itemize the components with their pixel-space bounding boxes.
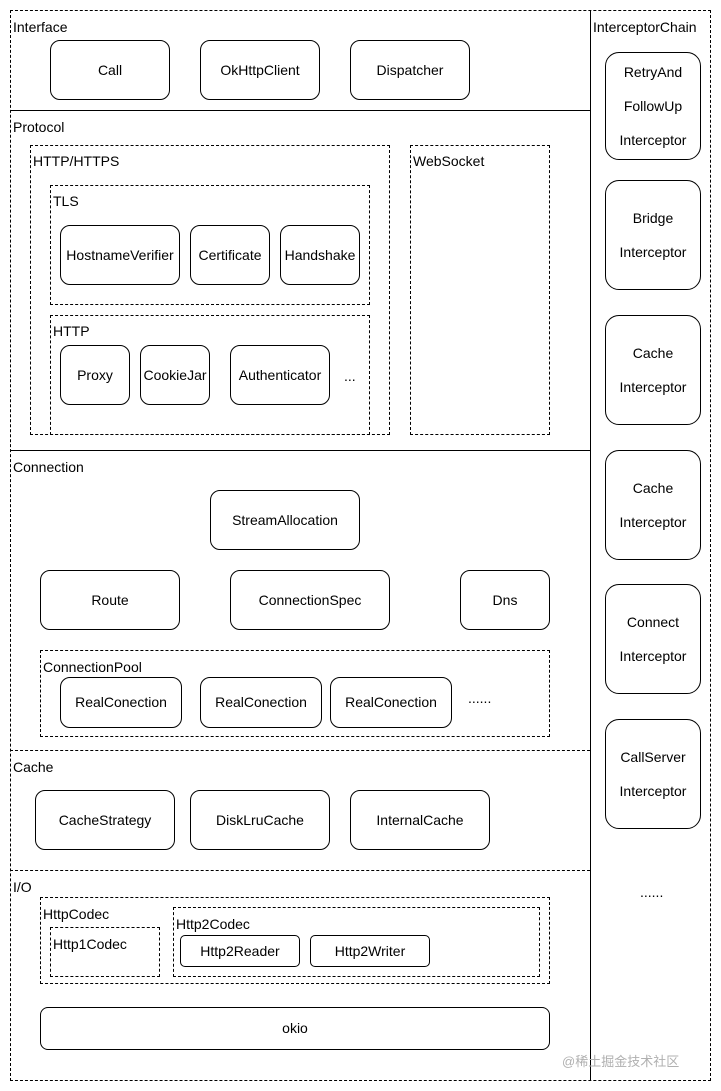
httpcodec-group-title: HttpCodec — [43, 906, 110, 922]
cache-interceptor-1-line-2: Interceptor — [619, 379, 687, 395]
connect-interceptor-box: Connect Interceptor — [605, 584, 701, 694]
dispatcher-box: Dispatcher — [350, 40, 470, 100]
certificate-box: Certificate — [190, 225, 270, 285]
http2reader-box: Http2Reader — [180, 935, 300, 967]
tls-group-title: TLS — [53, 193, 79, 209]
separator-cache-io — [10, 870, 590, 871]
interceptorchain-title: InterceptorChain — [593, 19, 697, 35]
connectionpool-group-title: ConnectionPool — [43, 659, 142, 675]
separator-connection-cache — [10, 750, 590, 751]
http-group-title: HTTP — [53, 323, 90, 339]
http1codec-group-title: Http1Codec — [53, 936, 127, 952]
retry-followup-interceptor-line-3: Interceptor — [619, 132, 687, 148]
http1codec-group — [50, 927, 160, 977]
callserver-interceptor-line-2: Interceptor — [619, 783, 687, 799]
diagram-frame — [10, 10, 711, 1081]
dns-box: Dns — [460, 570, 550, 630]
cache-interceptor-2-line-1: Cache — [632, 480, 674, 496]
connectionspec-box: ConnectionSpec — [230, 570, 390, 630]
http-more-ellipsis: ... — [344, 368, 356, 384]
cache-interceptor-2-line-2: Interceptor — [619, 514, 687, 530]
okio-box: okio — [40, 1007, 550, 1050]
cache-interceptor-1-line-1: Cache — [632, 345, 674, 361]
http2codec-group-title: Http2Codec — [176, 916, 250, 932]
okhttpclient-box: OkHttpClient — [200, 40, 320, 100]
cache-interceptor-box-1: Cache Interceptor — [605, 315, 701, 425]
http2codec-group — [173, 907, 540, 977]
disklrucache-box: DiskLruCache — [190, 790, 330, 850]
connect-interceptor-line-2: Interceptor — [619, 648, 687, 664]
route-box: Route — [40, 570, 180, 630]
websocket-group-title: WebSocket — [413, 153, 485, 169]
authenticator-box: Authenticator — [230, 345, 330, 405]
https-group-title: HTTP/HTTPS — [33, 153, 120, 169]
callserver-interceptor-box: CallServer Interceptor — [605, 719, 701, 829]
cookiejar-box: CookieJar — [140, 345, 210, 405]
cache-interceptor-box-2: Cache Interceptor — [605, 450, 701, 560]
retry-followup-interceptor-box: RetryAnd FollowUp Interceptor — [605, 52, 701, 160]
retry-followup-interceptor-line-1: RetryAnd — [623, 64, 683, 80]
realconection-box-2: RealConection — [200, 677, 322, 728]
realconection-box-1: RealConection — [60, 677, 182, 728]
bridge-interceptor-line-1: Bridge — [632, 210, 674, 226]
retry-followup-interceptor-line-2: FollowUp — [623, 98, 683, 114]
cache-layer-title: Cache — [13, 759, 54, 775]
connectionpool-more-ellipsis: ...... — [468, 690, 492, 706]
connectionpool-group — [40, 650, 550, 737]
http2writer-box: Http2Writer — [310, 935, 430, 967]
internalcache-box: InternalCache — [350, 790, 490, 850]
http-group — [50, 315, 370, 435]
proxy-box: Proxy — [60, 345, 130, 405]
separator-protocol-connection — [10, 450, 590, 451]
interceptorchain-more-ellipsis: ...... — [640, 884, 664, 900]
protocol-layer-title: Protocol — [13, 119, 65, 135]
connect-interceptor-line-1: Connect — [626, 614, 680, 630]
callserver-interceptor-line-1: CallServer — [620, 749, 686, 765]
cachestrategy-box: CacheStrategy — [35, 790, 175, 850]
hostnameverifier-box: HostnameVerifier — [60, 225, 180, 285]
io-layer-title: I/O — [13, 879, 32, 895]
bridge-interceptor-box: Bridge Interceptor — [605, 180, 701, 290]
websocket-group — [410, 145, 550, 435]
connection-layer-title: Connection — [13, 459, 84, 475]
handshake-box: Handshake — [280, 225, 360, 285]
interface-layer-title: Interface — [13, 19, 68, 35]
tls-group — [50, 185, 370, 305]
separator-interface-protocol — [10, 110, 590, 111]
realconection-box-3: RealConection — [330, 677, 452, 728]
column-divider — [590, 10, 591, 1081]
streamallocation-box: StreamAllocation — [210, 490, 360, 550]
httpcodec-group — [40, 897, 550, 984]
call-box: Call — [50, 40, 170, 100]
watermark-text: @稀土掘金技术社区 — [562, 1054, 680, 1069]
bridge-interceptor-line-2: Interceptor — [619, 244, 687, 260]
